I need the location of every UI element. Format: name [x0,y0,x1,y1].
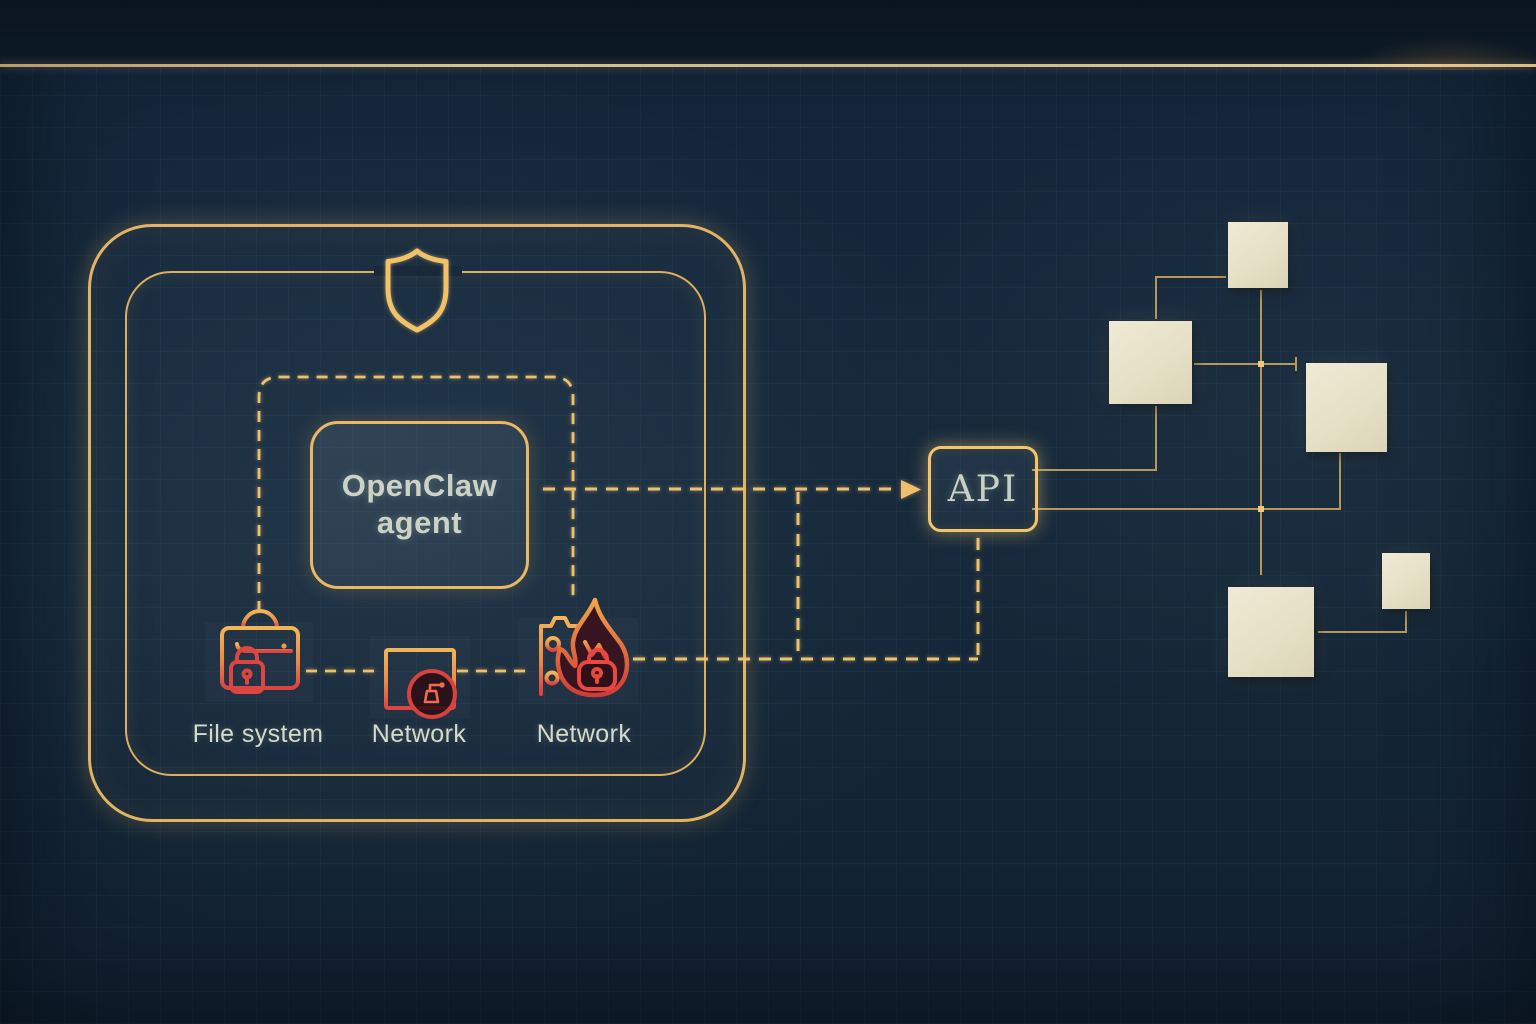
gold-divider-glow [1320,26,1536,70]
ghost-patch [205,622,313,702]
top-band [0,0,1536,64]
ghost-patch [518,618,638,704]
shield-border-gap [374,266,462,276]
external-node-lines [1032,276,1407,633]
agent-label: OpenClaw agent [341,468,498,540]
external-node-square-4 [1228,587,1314,677]
sandbox-outer-border [88,224,746,822]
agent-box: OpenClaw agent [310,421,529,589]
external-node-square-3 [1306,363,1387,452]
arrowhead-icon [901,480,921,499]
junction-dot [1258,506,1264,512]
external-node-square-5 [1382,553,1430,609]
resource-label-file-system: File system [192,720,324,748]
resource-label-network-2: Network [536,720,632,748]
api-box: API [928,446,1038,532]
external-node-square-1 [1228,222,1288,288]
junction-dot [1258,361,1264,367]
ghost-patch [370,636,470,718]
resource-label-network-1: Network [371,720,467,748]
gold-divider-line [0,64,1536,67]
api-label: API [947,468,1019,510]
external-node-square-2 [1109,321,1192,404]
